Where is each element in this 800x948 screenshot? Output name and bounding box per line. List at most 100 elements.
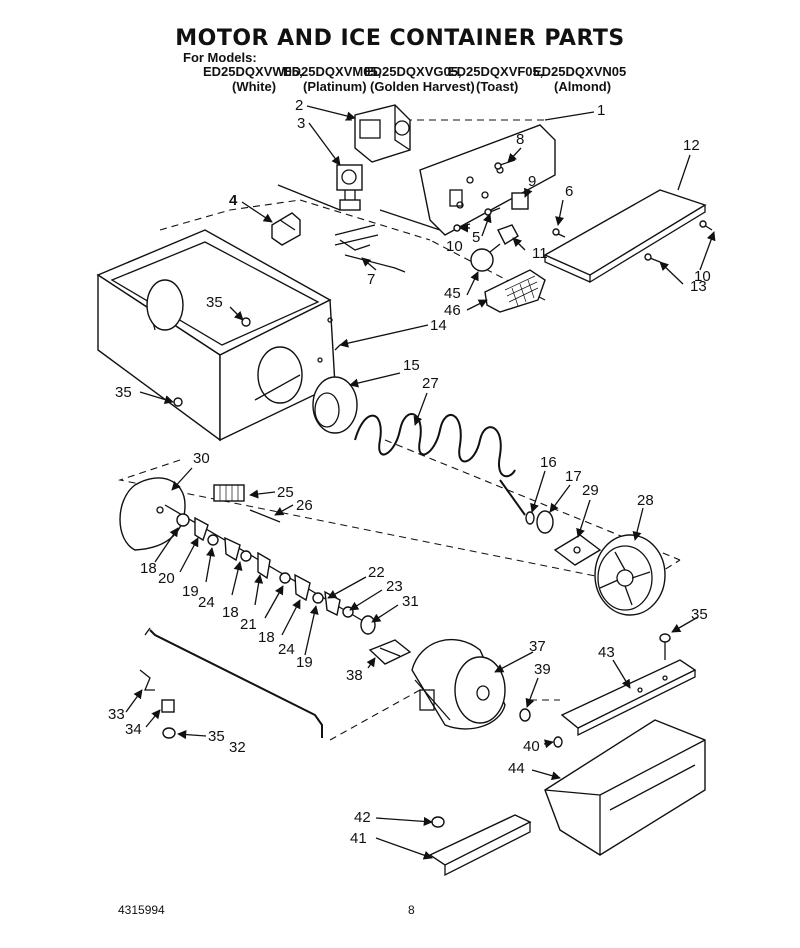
callout-35b: 35 xyxy=(115,384,132,401)
callout-46: 46 xyxy=(444,302,461,319)
for-models-label: For Models: xyxy=(183,50,257,65)
connector-part-25 xyxy=(213,484,245,502)
callout-22: 22 xyxy=(368,564,385,581)
callout-13: 13 xyxy=(690,278,707,295)
control-plate-part-1 xyxy=(379,124,556,236)
callout-18b: 18 xyxy=(222,604,239,621)
callout-33: 33 xyxy=(108,706,125,723)
leader-lines xyxy=(125,105,716,860)
callout-32: 32 xyxy=(229,739,246,756)
auger-spring-part-27 xyxy=(354,413,526,516)
callout-12: 12 xyxy=(683,137,700,154)
callout-39: 39 xyxy=(534,661,551,678)
callout-16: 16 xyxy=(540,454,557,471)
callout-1: 1 xyxy=(597,102,605,119)
gear-motor-part-2 xyxy=(354,104,411,163)
callout-40: 40 xyxy=(523,738,540,755)
callout-28: 28 xyxy=(637,492,654,509)
clip-part-42 xyxy=(431,816,445,828)
callout-41: 41 xyxy=(350,830,367,847)
callout-5: 5 xyxy=(472,229,480,246)
callout-21: 21 xyxy=(240,616,257,633)
callout-19b: 19 xyxy=(296,654,313,671)
model-number: ED25DQXVF05, xyxy=(448,64,544,79)
switch-part-38 xyxy=(368,639,412,665)
callout-24a: 24 xyxy=(198,594,215,611)
callout-35d: 35 xyxy=(208,728,225,745)
callout-2: 2 xyxy=(295,97,303,114)
crusher-blade-part-29 xyxy=(553,534,602,566)
cover-plate-part-12 xyxy=(543,189,707,284)
callout-10b: 10 xyxy=(694,268,711,285)
screw-part-35-right xyxy=(659,633,671,660)
screw-part-35-lower xyxy=(162,727,176,739)
model-color: (Almond) xyxy=(554,79,612,94)
clamp-part-34 xyxy=(161,699,175,713)
light-bulb-part-45 xyxy=(470,243,501,272)
auger-motor-part-37 xyxy=(411,639,506,730)
callout-10a: 10 xyxy=(446,238,463,255)
rail-part-41 xyxy=(428,814,532,877)
model-color: (Golden Harvest) xyxy=(370,79,475,94)
callout-20: 20 xyxy=(158,570,175,587)
pin-part-26 xyxy=(249,509,281,523)
model-number: ED25DQXVW05, xyxy=(203,64,303,79)
linkage-rod-part-32 xyxy=(144,627,323,738)
callout-31: 31 xyxy=(402,593,419,610)
callout-4: 4 xyxy=(229,192,238,209)
drive-hub-part-15 xyxy=(312,376,358,434)
callout-38: 38 xyxy=(346,667,363,684)
callout-29: 29 xyxy=(582,482,599,499)
callout-24b: 24 xyxy=(278,641,295,658)
callout-34: 34 xyxy=(125,721,142,738)
callout-37: 37 xyxy=(529,638,546,655)
screw-part-35-upper xyxy=(173,317,251,407)
model-color: (Platinum) xyxy=(303,79,367,94)
washers-parts-39-40 xyxy=(519,708,563,748)
callout-18c: 18 xyxy=(258,629,275,646)
callout-30: 30 xyxy=(193,450,210,467)
callout-18a: 18 xyxy=(140,560,157,577)
callout-44: 44 xyxy=(508,760,525,777)
washers-parts-16-17 xyxy=(525,510,554,534)
callout-numbers: 1 2 3 4 5 6 8 9 10 10 11 7 12 13 14 15 1… xyxy=(108,97,711,847)
callout-26: 26 xyxy=(296,497,313,514)
callout-23: 23 xyxy=(386,578,403,595)
end-plate-part-30 xyxy=(119,477,186,551)
callout-19a: 19 xyxy=(182,583,199,600)
document-number: 4315994 xyxy=(118,903,165,917)
crusher-stack-parts xyxy=(164,504,376,635)
callout-27: 27 xyxy=(422,375,439,392)
callout-14: 14 xyxy=(430,317,447,334)
callout-17: 17 xyxy=(565,468,582,485)
model-number: ED25DQXVG05, xyxy=(364,64,462,79)
clip-part-33 xyxy=(139,669,155,691)
callout-15: 15 xyxy=(403,357,420,374)
bracket-strip-part-43 xyxy=(560,659,697,737)
model-number: ED25DQXVM05, xyxy=(283,64,382,79)
front-cover-part-44 xyxy=(544,719,706,856)
callout-42: 42 xyxy=(354,809,371,826)
solenoid-part-3 xyxy=(336,164,363,211)
page-number: 8 xyxy=(408,903,415,917)
callout-8: 8 xyxy=(516,131,524,148)
callout-3: 3 xyxy=(297,115,305,132)
hardware-screws xyxy=(453,159,713,263)
ice-container-part-14 xyxy=(96,229,341,442)
callout-35c: 35 xyxy=(691,606,708,623)
model-color: (White) xyxy=(232,79,277,94)
callout-11: 11 xyxy=(532,245,548,262)
callout-43: 43 xyxy=(598,644,615,661)
callout-9: 9 xyxy=(528,173,536,190)
callout-25: 25 xyxy=(277,484,294,501)
model-number: ED25DQXVN05 xyxy=(533,64,627,79)
callout-45: 45 xyxy=(444,285,461,302)
callout-7: 7 xyxy=(367,271,375,288)
callout-6: 6 xyxy=(565,183,573,200)
bracket-part-4 xyxy=(271,212,301,246)
callout-35a: 35 xyxy=(206,294,223,311)
model-color: (Toast) xyxy=(476,79,519,94)
page-title: MOTOR AND ICE CONTAINER PARTS xyxy=(175,26,625,51)
impeller-part-28 xyxy=(594,534,666,616)
